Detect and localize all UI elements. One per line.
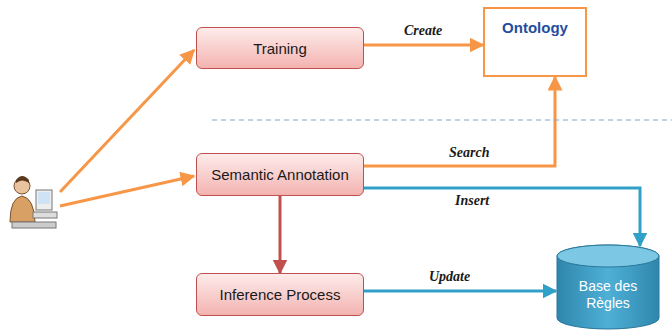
- user-arrow: [60, 50, 194, 192]
- edge-label: Create: [402, 23, 444, 39]
- edge-label: Search: [447, 145, 491, 161]
- user-arrow: [60, 176, 194, 206]
- connector-arrow: [364, 188, 640, 246]
- connector-arrow: [364, 290, 556, 293]
- process-box: Inference Process: [196, 273, 364, 316]
- user-icon: [10, 176, 57, 228]
- database-cylinder: Base des Règles: [556, 244, 660, 330]
- node-text: Semantic Annotation: [211, 166, 349, 183]
- process-box: Training: [196, 27, 364, 69]
- connector-arrow: [364, 44, 483, 47]
- edge-label: Insert: [453, 193, 491, 209]
- connector-arrow: [279, 196, 282, 273]
- connector-arrow: [364, 77, 555, 166]
- node-text: Inference Process: [220, 286, 341, 303]
- separator-line: [212, 120, 672, 121]
- node-text: Ontology: [502, 19, 568, 36]
- ontology-document: Ontology: [483, 7, 587, 77]
- node-text: Training: [253, 40, 307, 57]
- node-text: Base des Règles: [556, 278, 660, 312]
- edge-label: Update: [427, 269, 472, 285]
- process-box: Semantic Annotation: [196, 153, 364, 196]
